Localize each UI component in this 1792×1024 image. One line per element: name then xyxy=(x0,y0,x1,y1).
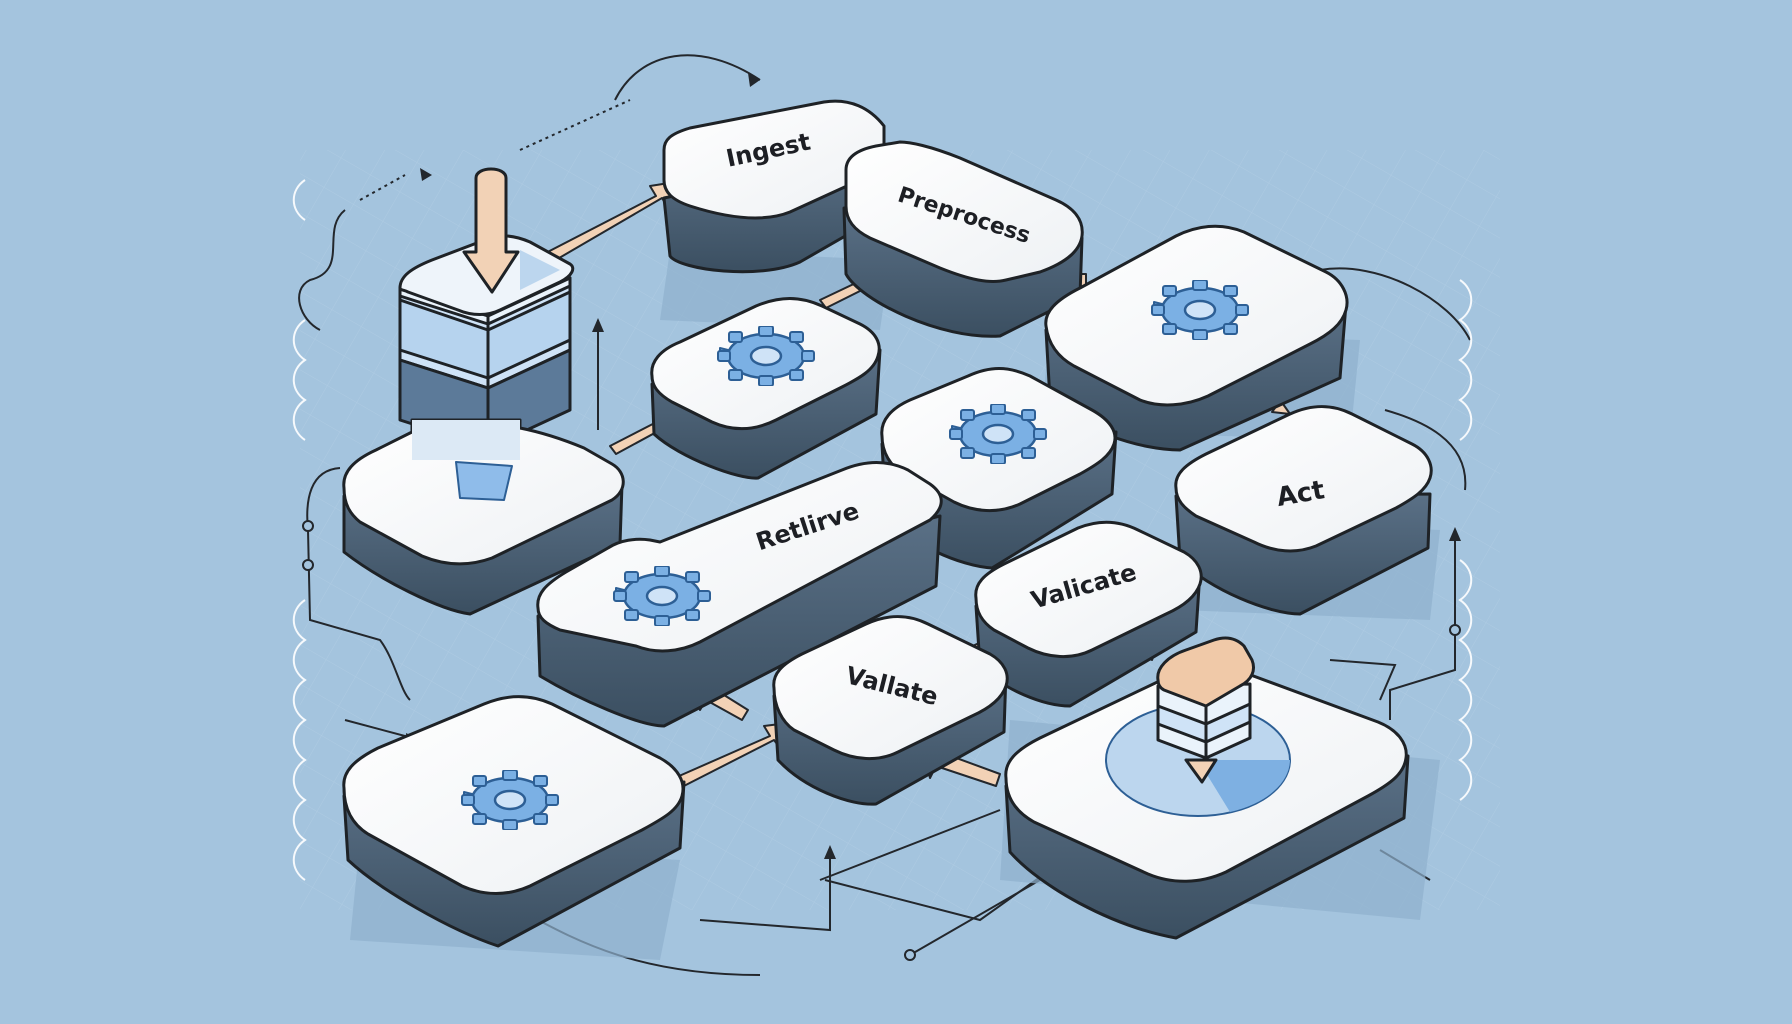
gear-icon xyxy=(612,566,712,626)
decorative-squiggles xyxy=(292,179,1473,881)
node-gear-mid-left[interactable] xyxy=(650,297,882,480)
node-gear-bottom-left[interactable] xyxy=(342,695,686,948)
node-gear-center[interactable] xyxy=(880,367,1118,570)
node-validate-lower[interactable]: Vallate xyxy=(772,615,1009,806)
database-icon xyxy=(462,167,520,294)
tray-icon xyxy=(455,461,513,501)
gear-icon xyxy=(460,770,560,830)
node-act[interactable]: Act xyxy=(1174,405,1433,616)
gear-icon xyxy=(948,404,1048,464)
gear-icon xyxy=(1150,280,1250,340)
gear-icon xyxy=(716,326,816,386)
connector-wires xyxy=(298,54,1471,976)
node-retrieve[interactable]: Retlirve xyxy=(536,461,943,728)
node-left-base[interactable] xyxy=(342,418,625,616)
node-preprocess[interactable]: Preprocess xyxy=(842,140,1084,338)
node-gear-top-right[interactable] xyxy=(1044,224,1349,452)
connector-dots xyxy=(302,520,1461,961)
node-ingest[interactable]: Ingest xyxy=(662,99,886,274)
tray-icon xyxy=(1156,636,1255,784)
